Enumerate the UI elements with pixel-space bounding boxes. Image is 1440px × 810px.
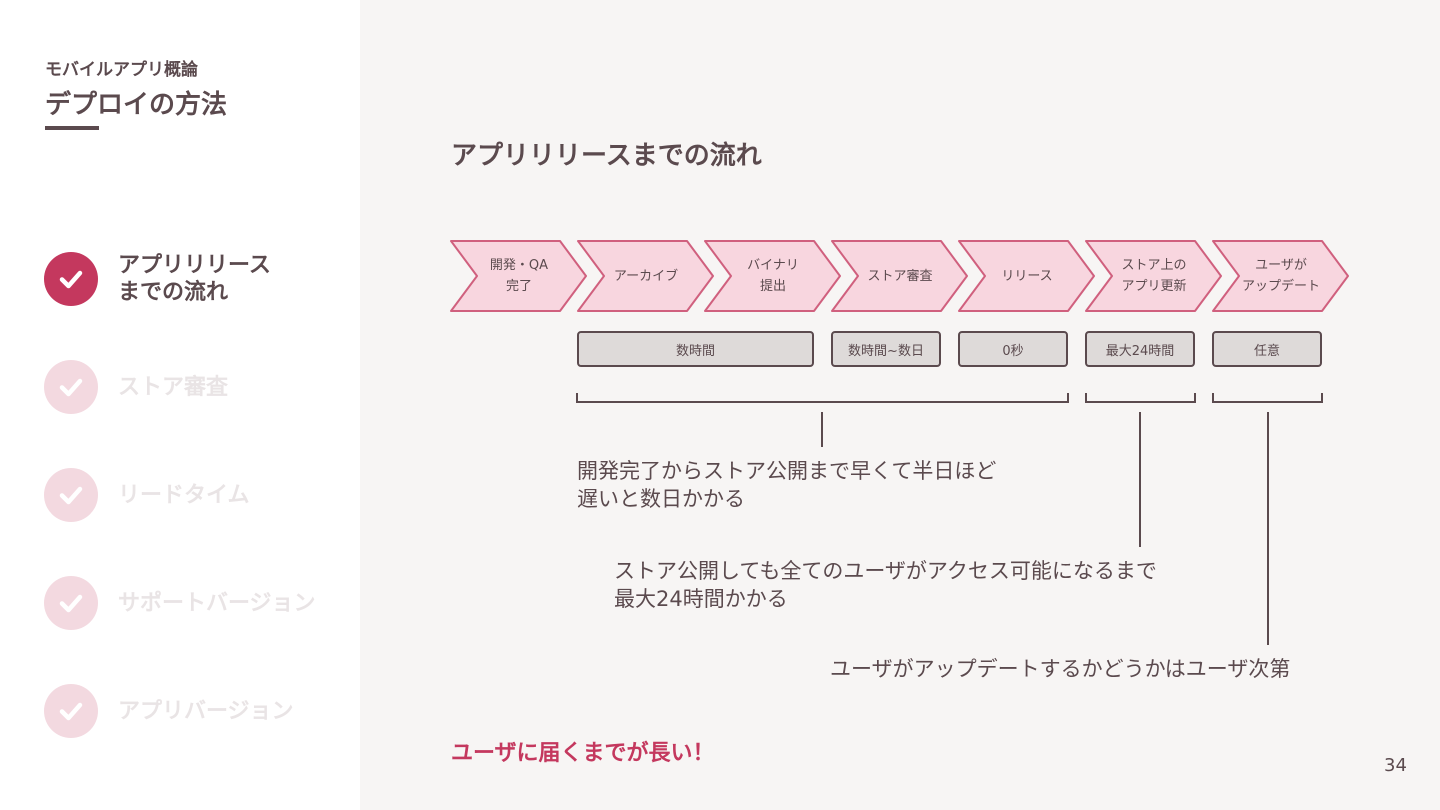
step-label: ユーザがアップデート xyxy=(1241,258,1320,294)
step-label: アーカイブ xyxy=(613,268,679,284)
toc-item-lead-time[interactable]: リードタイム xyxy=(44,468,250,522)
connector-lines xyxy=(821,412,1269,645)
toc-item-store-review[interactable]: ストア審査 xyxy=(44,360,228,414)
section-title: デプロイの方法 xyxy=(45,90,228,120)
bracket-user-update xyxy=(1212,393,1323,403)
step-label: ストア上のアプリ更新 xyxy=(1121,258,1187,294)
toc-label: リードタイム xyxy=(118,482,250,508)
toc-label: アプリリリースまでの流れ xyxy=(118,253,271,305)
duration-box: 数時間 xyxy=(577,331,814,367)
chevron-step xyxy=(1212,240,1349,312)
check-circle-icon xyxy=(44,360,98,414)
toc-item-release-flow[interactable]: アプリリリースまでの流れ xyxy=(44,252,271,306)
bracket-store-update xyxy=(1085,393,1196,403)
sidebar: モバイルアプリ概論 デプロイの方法 アプリリリースまでの流れ ストア審査 リード… xyxy=(0,0,360,810)
page-number: 34 xyxy=(1384,755,1407,776)
note-lead-time: 開発完了からストア公開まで早くて半日ほど遅いと数日かかる xyxy=(577,459,997,511)
title-underline xyxy=(45,126,99,130)
duration-box: 任意 xyxy=(1212,331,1322,367)
check-circle-icon xyxy=(44,468,98,522)
slide-content xyxy=(360,0,1440,810)
chevron-step xyxy=(831,240,968,312)
toc-label: サポートバージョン xyxy=(118,590,316,616)
chevron-step xyxy=(450,240,587,312)
bracket-development xyxy=(576,393,1069,403)
duration-box: 0秒 xyxy=(958,331,1068,367)
note-user-update: ユーザがアップデートするかどうかはユーザ次第 xyxy=(830,657,1291,681)
duration-box: 最大24時間 xyxy=(1085,331,1195,367)
chevron-step xyxy=(577,240,714,312)
step-label: リリース xyxy=(1001,268,1053,284)
step-label: バイナリ提出 xyxy=(747,258,799,294)
chevron-step xyxy=(704,240,841,312)
note-propagation: ストア公開しても全てのユーザがアクセス可能になるまで最大24時間かかる xyxy=(614,559,1157,611)
slide-heading: アプリリリースまでの流れ xyxy=(451,141,762,171)
check-circle-icon xyxy=(44,252,98,306)
chevron-step xyxy=(1085,240,1222,312)
brackets xyxy=(576,393,1323,403)
process-chevrons xyxy=(450,240,1349,312)
toc-label: アプリバージョン xyxy=(118,698,294,724)
step-label: ストア審査 xyxy=(867,268,933,284)
toc-item-support-version[interactable]: サポートバージョン xyxy=(44,576,316,630)
chevron-step xyxy=(958,240,1095,312)
toc-item-app-version[interactable]: アプリバージョン xyxy=(44,684,294,738)
emphasis-text: ユーザに届くまでが長い！ xyxy=(451,741,715,766)
check-circle-icon xyxy=(44,684,98,738)
course-title: モバイルアプリ概論 xyxy=(45,60,198,80)
check-circle-icon xyxy=(44,576,98,630)
duration-box: 数時間~数日 xyxy=(831,331,941,367)
toc-label: ストア審査 xyxy=(118,374,229,400)
